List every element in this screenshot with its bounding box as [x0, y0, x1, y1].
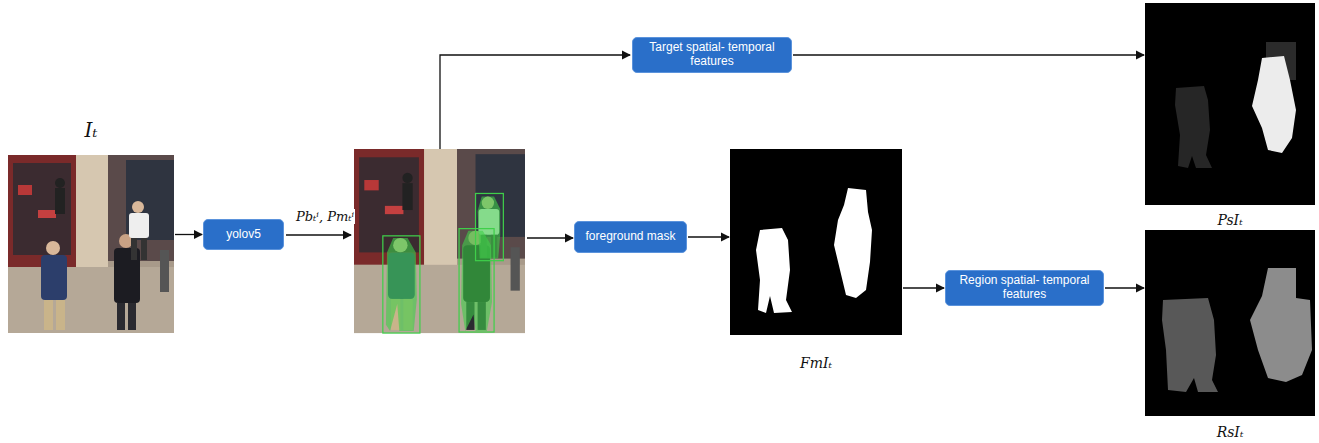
image-panel: RsIₜ	[1145, 230, 1315, 440]
image-caption: RsIₜ	[1217, 424, 1244, 440]
region-feature-image	[1145, 230, 1315, 416]
image-panel: PsIₜ	[1145, 3, 1315, 228]
image-caption: Iₜ	[85, 118, 98, 142]
detection-photo	[354, 149, 525, 333]
flow-arrow	[440, 55, 630, 149]
target-feature-image	[1145, 3, 1315, 205]
street-photo	[8, 155, 174, 333]
process-box: Target spatial- temporal features	[632, 37, 792, 73]
flow-arrow	[527, 237, 573, 238]
process-box: Region spatial- temporal features	[945, 270, 1104, 306]
process-box: yolov5	[203, 219, 284, 250]
flow-arrow	[1105, 287, 1144, 288]
flow-arrow	[175, 234, 202, 235]
box-label: yolov5	[226, 228, 261, 242]
image-panel: Iₜ	[8, 118, 174, 334]
edge-label: Pbₜⁱ, Pmₜⁱ	[295, 209, 355, 224]
box-label: Region spatial- temporal features	[952, 274, 1097, 302]
box-label: foreground mask	[585, 230, 675, 244]
image-panel: FmIₜ	[730, 149, 902, 371]
flow-arrow	[688, 236, 729, 237]
box-label: Target spatial- temporal features	[639, 41, 785, 69]
image-caption: FmIₜ	[800, 355, 832, 371]
foreground-mask-image	[730, 149, 902, 335]
flow-arrow	[793, 54, 1144, 55]
image-caption: PsIₜ	[1217, 212, 1242, 228]
process-box: foreground mask	[574, 221, 687, 253]
flow-arrow	[286, 234, 351, 235]
flow-arrow	[903, 287, 944, 288]
